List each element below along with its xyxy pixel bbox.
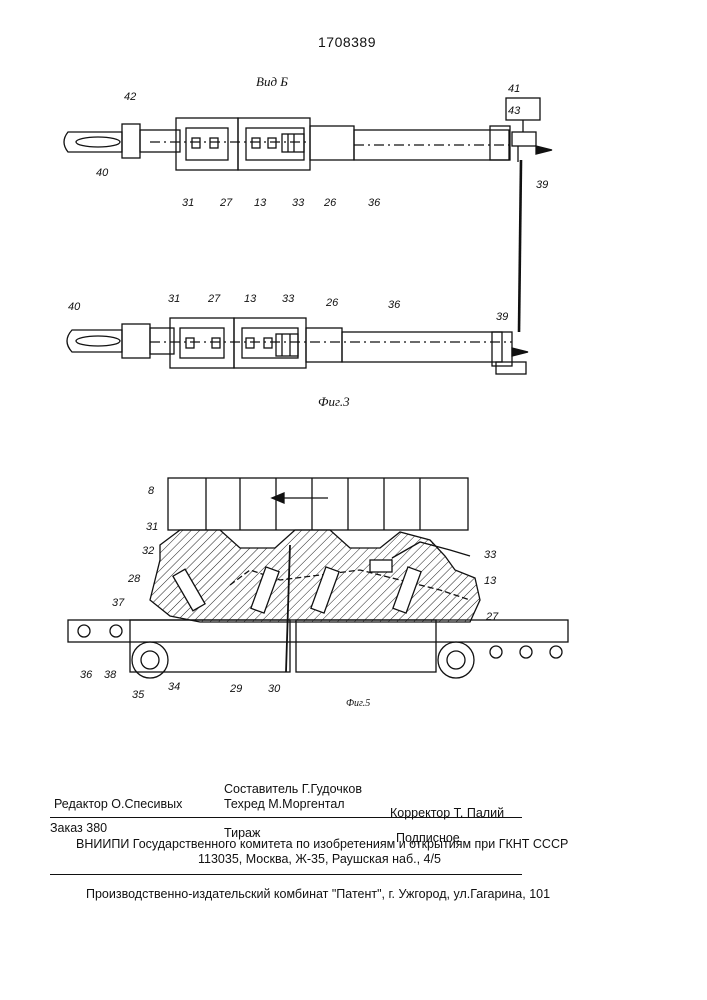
- callout: 42: [124, 91, 136, 103]
- callout: 36: [368, 197, 381, 209]
- fig3-top-assembly: [64, 98, 552, 170]
- vniipi-line: ВНИИПИ Государственного комитета по изоб…: [76, 837, 568, 851]
- compiler-line: Составитель Г.Гудочков: [224, 782, 362, 796]
- figure3-caption: Фиг.3: [318, 394, 350, 410]
- callout: 40: [68, 301, 81, 313]
- callout: 8: [148, 485, 155, 497]
- callout: 31: [182, 197, 194, 209]
- callout: 39: [536, 179, 548, 191]
- callout: 31: [168, 293, 180, 305]
- callout: 30: [268, 683, 281, 695]
- callout: 29: [229, 683, 242, 695]
- callout: 31: [146, 521, 158, 533]
- footer-rule-bottom: [50, 874, 522, 875]
- order-line: Заказ 380: [50, 821, 107, 835]
- editor-line: Редактор О.Спесивых: [54, 797, 182, 811]
- callout: 33: [292, 197, 305, 209]
- callout: 26: [323, 197, 337, 209]
- callout: 32: [142, 545, 154, 557]
- callout: 37: [112, 597, 125, 609]
- technical-drawing: 42 40 31 27 13 33 26 36 41 43 39 40 31 2…: [0, 0, 707, 760]
- address-line: 113035, Москва, Ж-35, Раушская наб., 4/5: [198, 852, 441, 866]
- callout: 27: [207, 293, 221, 305]
- connecting-rod: [519, 160, 521, 332]
- figure5-caption: Фиг.5: [346, 698, 370, 709]
- callout: 39: [496, 311, 508, 323]
- callout: 33: [282, 293, 295, 305]
- callout: 13: [244, 293, 257, 305]
- callout: 35: [132, 689, 145, 701]
- callout: 33: [484, 549, 497, 561]
- fig3-bottom-assembly: [67, 318, 528, 374]
- callout: 43: [508, 105, 521, 117]
- callout: 27: [219, 197, 233, 209]
- callout: 40: [96, 167, 109, 179]
- callout: 28: [127, 573, 141, 585]
- fig3-top-callouts: 42 40 31 27 13 33 26 36 41 43 39: [96, 83, 548, 209]
- callout: 27: [485, 611, 499, 623]
- callout: 36: [388, 299, 401, 311]
- callout: 38: [104, 669, 117, 681]
- publisher-line: Производственно-издательский комбинат "П…: [86, 887, 550, 901]
- callout: 41: [508, 83, 520, 95]
- callout: 13: [484, 575, 497, 587]
- callout: 13: [254, 197, 267, 209]
- footer-rule-top: [50, 817, 522, 818]
- callout: 34: [168, 681, 180, 693]
- callout: 26: [325, 297, 339, 309]
- callout: 36: [80, 669, 93, 681]
- techred-line: Техред М.Моргентал: [224, 797, 345, 811]
